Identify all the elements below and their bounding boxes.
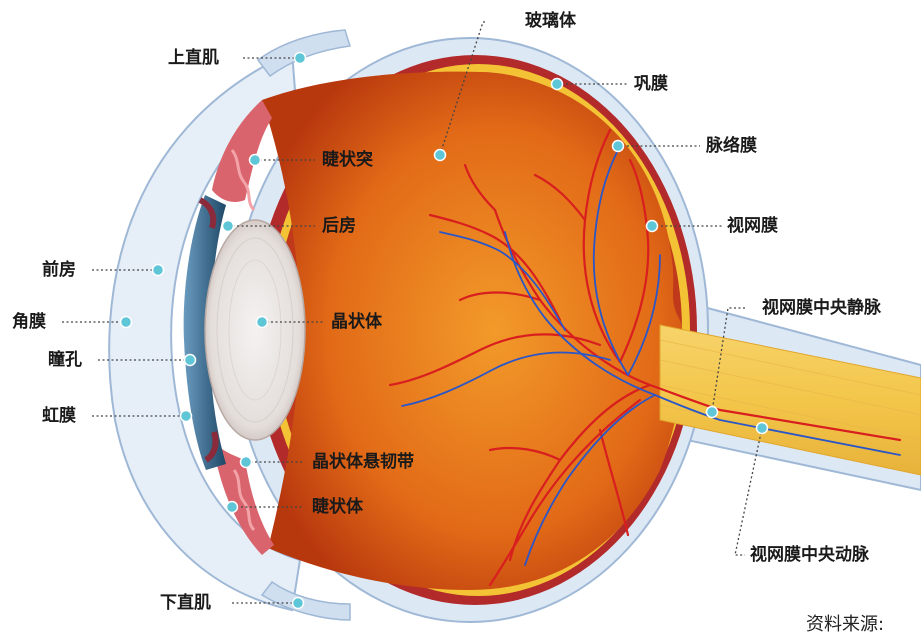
label-pupil: 瞳孔 (48, 349, 82, 371)
lens-shape (205, 220, 305, 440)
label-ciliary-process: 睫状突 (322, 149, 373, 171)
label-central-retinal-artery: 视网膜中央动脉 (750, 544, 869, 566)
label-zonule: 晶状体悬韧带 (312, 451, 414, 473)
label-sclera: 巩膜 (634, 73, 668, 95)
inferior-rectus-muscle (262, 582, 350, 620)
label-vitreous-body: 玻璃体 (525, 10, 576, 32)
source-note: 资料来源: (806, 610, 884, 635)
label-lens: 晶状体 (331, 311, 382, 333)
label-superior-rectus: 上直肌 (168, 47, 219, 69)
label-retina: 视网膜 (727, 215, 778, 237)
label-posterior-chamber: 后房 (322, 215, 356, 237)
label-inferior-rectus: 下直肌 (160, 592, 211, 614)
label-ciliary-body: 睫状体 (312, 496, 363, 518)
label-cornea: 角膜 (12, 311, 46, 333)
label-iris: 虹膜 (42, 405, 76, 427)
label-central-retinal-vein: 视网膜中央静脉 (762, 297, 881, 319)
label-choroid: 脉络膜 (706, 135, 757, 157)
label-anterior-chamber: 前房 (42, 259, 76, 281)
superior-rectus-muscle (258, 30, 350, 76)
